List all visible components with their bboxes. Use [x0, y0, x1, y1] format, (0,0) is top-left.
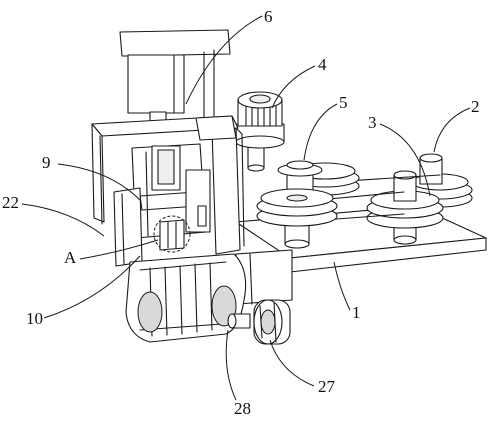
pulley-2 [407, 153, 473, 208]
detail-a-region [153, 215, 191, 253]
callout-22: 22 [2, 193, 19, 212]
callout-3: 3 [368, 113, 377, 132]
front-pulley [256, 188, 338, 249]
crawler-track-10 [125, 253, 247, 343]
callout-9: 9 [42, 153, 51, 172]
callout-labels: 6 4 5 2 3 9 22 A 1 10 27 28 [2, 7, 480, 418]
callout-10: 10 [26, 309, 43, 328]
callout-6: 6 [264, 7, 273, 26]
callout-a: A [64, 248, 77, 267]
lower-housing [235, 249, 293, 305]
motor-4 [235, 91, 285, 172]
inner-mechanism-9 [131, 143, 211, 239]
callout-4: 4 [318, 55, 327, 74]
callout-5: 5 [339, 93, 348, 112]
gear-wheel-27 [253, 299, 291, 345]
callout-27: 27 [318, 377, 336, 396]
frame-column [211, 127, 245, 255]
callout-2: 2 [471, 97, 480, 116]
callout-28: 28 [234, 399, 251, 418]
cylinder-6 [119, 29, 231, 133]
leader-lines [21, 15, 471, 401]
shaft-28 [227, 313, 251, 329]
side-plate-22 [113, 187, 143, 267]
pulley-3 [366, 170, 444, 245]
callout-1: 1 [352, 303, 361, 322]
